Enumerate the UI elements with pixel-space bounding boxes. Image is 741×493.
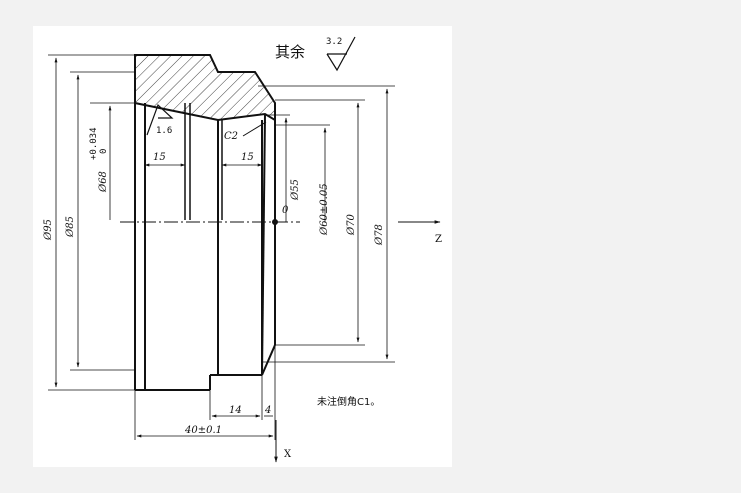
finish-symbol (146, 103, 174, 136)
tolerance-lower: 0 (99, 149, 109, 154)
finish-value: 1.6 (156, 126, 172, 136)
dim-lengths (134, 345, 276, 440)
groove-lines (184, 103, 223, 220)
z-axis-label: Z (435, 234, 442, 245)
dim-d55 (265, 114, 290, 222)
drawing-sheet: 其余 3.2 1.6 C2 +0.034 0 Ø95 Ø85 Ø68 15 15… (33, 26, 452, 467)
origin-point (272, 219, 278, 225)
dim-total-label: 40±0.1 (184, 425, 222, 436)
roughness-label: 其余 (275, 43, 305, 61)
x-axis-label: X (284, 449, 292, 460)
dim-4-label: 4 (264, 405, 271, 416)
tolerance-upper: +0.034 (89, 127, 99, 160)
section-hatch (134, 54, 276, 122)
dim-d68-label: Ø68 (98, 171, 109, 193)
dim-d78 (258, 85, 395, 363)
dim-d60 (275, 124, 330, 222)
dim-d60-label: Ø60±0.05 (319, 183, 330, 236)
roughness-symbol (326, 36, 356, 72)
dim-d70-label: Ø70 (346, 213, 357, 236)
roughness-value: 3.2 (326, 37, 342, 47)
chamfer-note: 未注倒角C1。 (317, 395, 380, 408)
dim-d78-label: Ø78 (374, 224, 385, 246)
dim-14-label: 14 (229, 405, 242, 416)
dim-d70 (275, 99, 365, 346)
dim-d85-label: Ø85 (65, 216, 76, 238)
chamfer-label: C2 (224, 131, 238, 142)
origin-label: 0 (282, 205, 289, 216)
dim-d95 (48, 54, 135, 391)
dim-groove-right-label: 15 (241, 152, 254, 163)
dim-d68 (90, 102, 135, 220)
part-drawing: 其余 3.2 1.6 C2 +0.034 0 Ø95 Ø85 Ø68 15 15… (43, 36, 442, 463)
dim-groove-left-label: 15 (153, 152, 166, 163)
dim-d95-label: Ø95 (43, 219, 54, 241)
dim-d85 (70, 71, 135, 371)
dim-d55-label: Ø55 (290, 179, 301, 201)
chamfer-leader (242, 121, 267, 137)
